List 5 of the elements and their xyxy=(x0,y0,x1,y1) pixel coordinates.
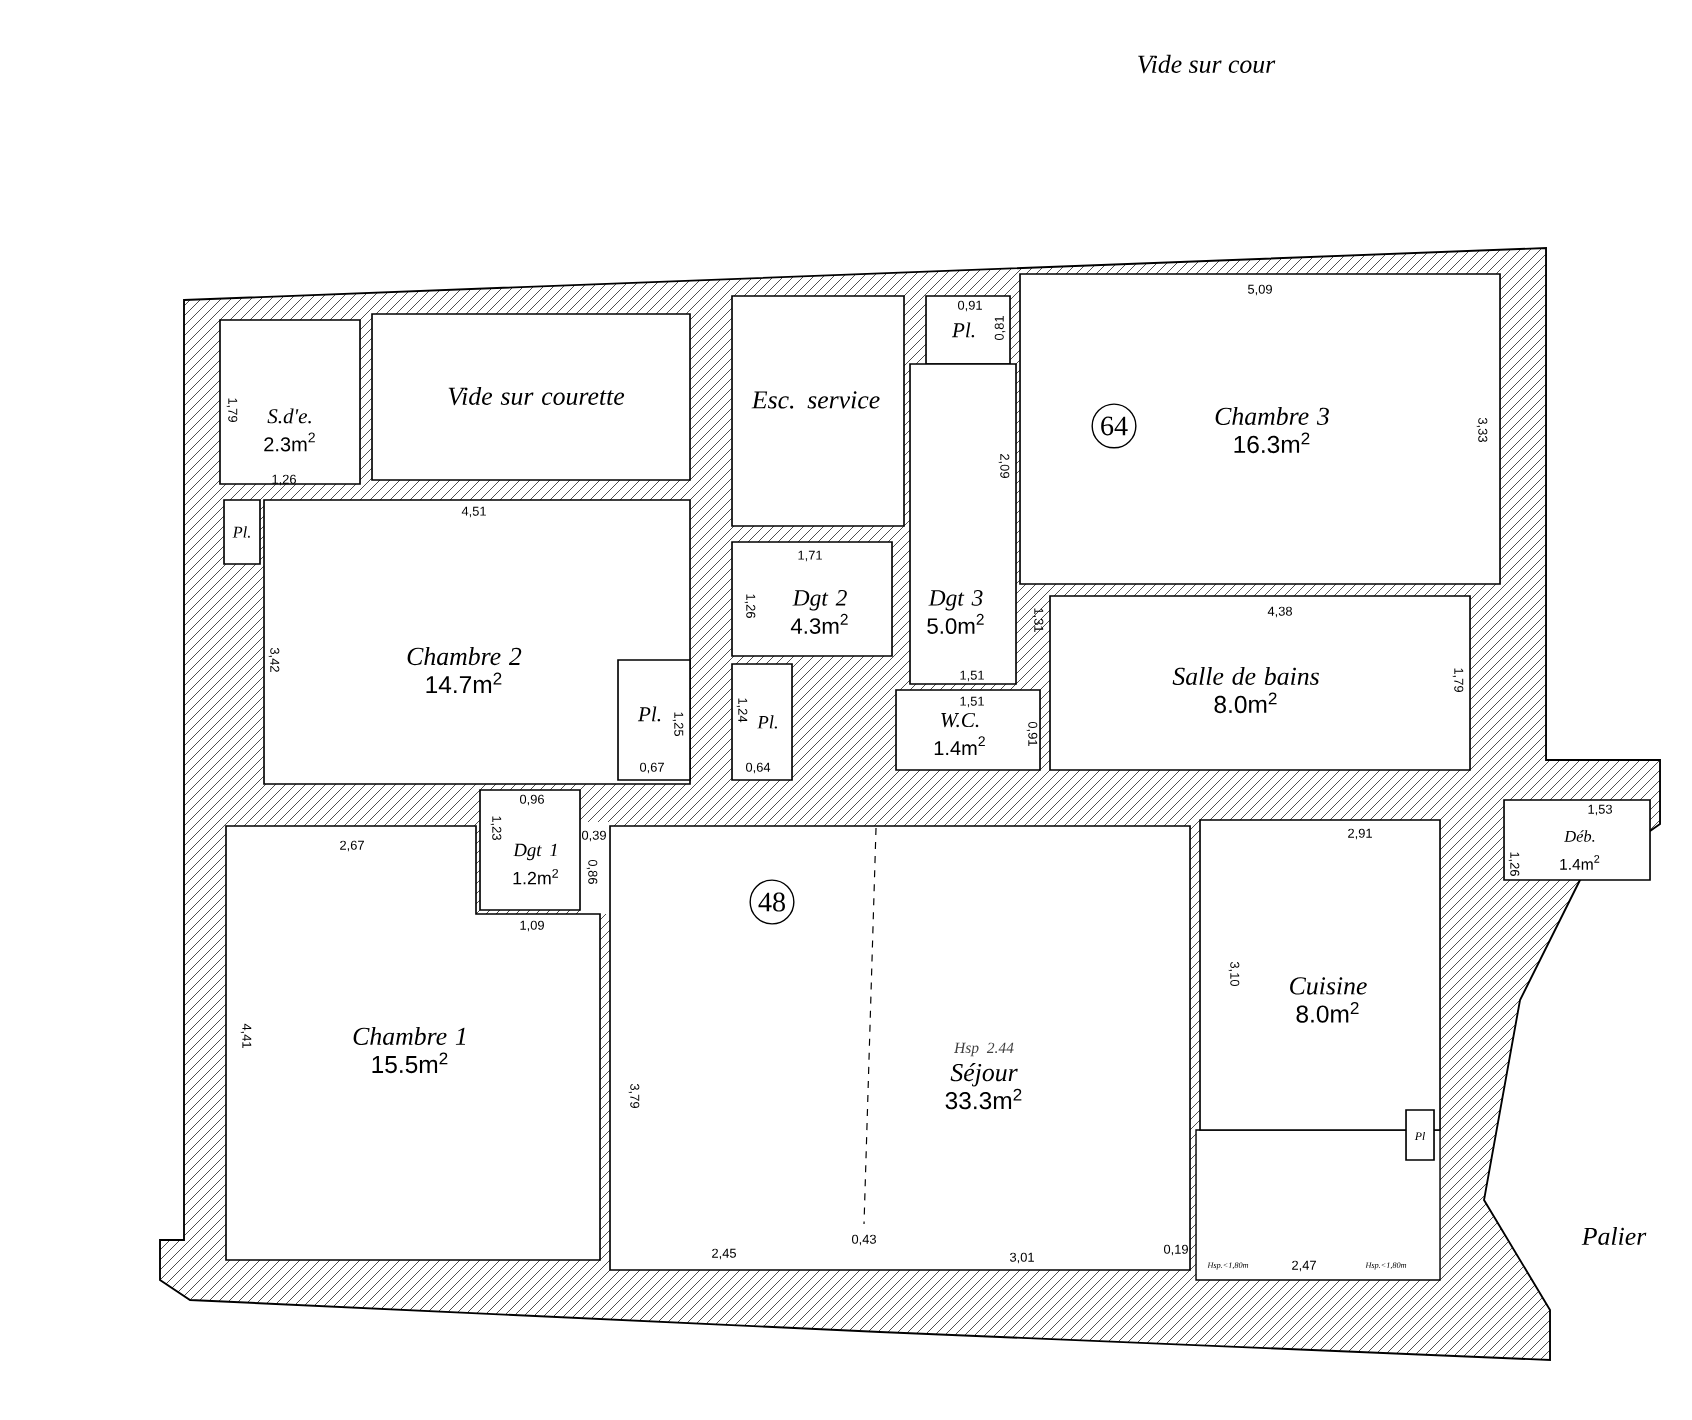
room: Esc. service xyxy=(731,295,905,527)
room: Pl. xyxy=(223,499,261,565)
room: Vide sur courette xyxy=(371,313,691,481)
area-label: Vide sur cour xyxy=(1138,54,1276,74)
area-label: Palier xyxy=(1581,1226,1647,1246)
